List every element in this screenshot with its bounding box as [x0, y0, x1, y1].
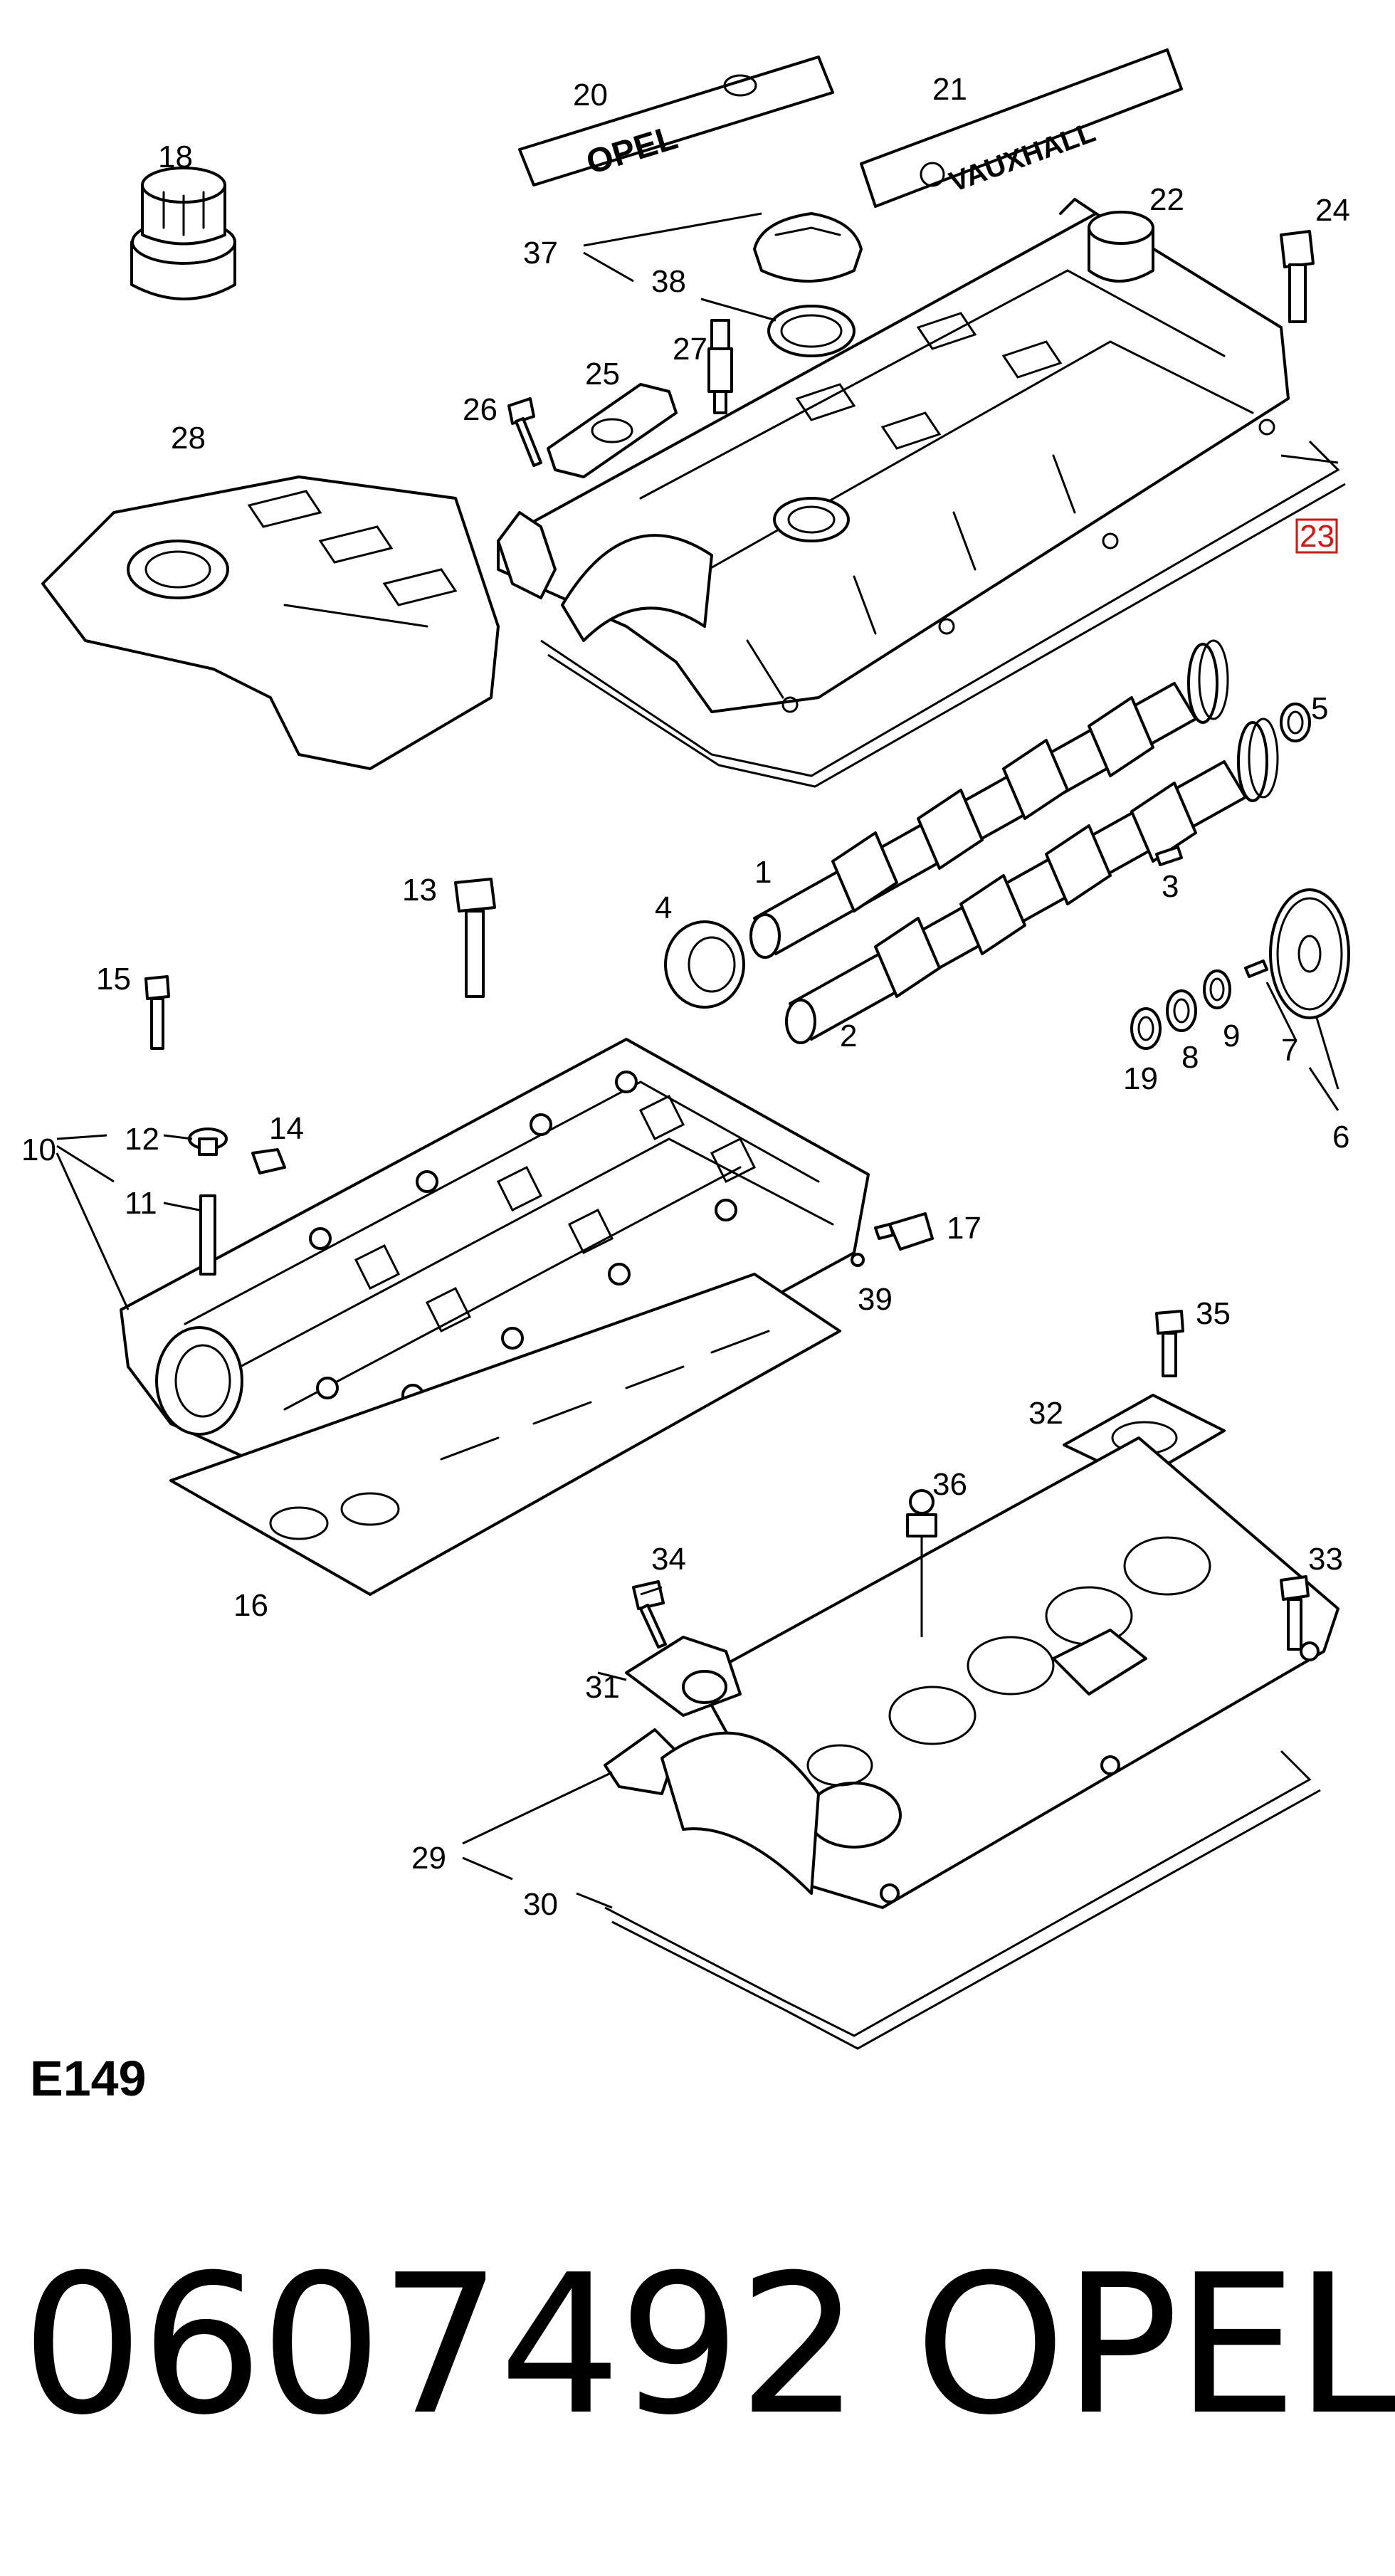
oil-seal-4	[664, 920, 745, 1009]
callout-15: 15	[96, 962, 131, 997]
callout-12: 12	[125, 1122, 159, 1157]
callout-25: 25	[585, 357, 620, 391]
brand-name: OPEL	[915, 2233, 1395, 2457]
callout-29: 29	[411, 1841, 446, 1876]
callout-17: 17	[947, 1211, 981, 1246]
illustration-code: E149	[30, 2051, 147, 2106]
dowel-pin-3	[1155, 846, 1183, 866]
callout-3: 3	[1162, 869, 1179, 904]
washer-9	[1203, 969, 1231, 1009]
pin-7	[1244, 960, 1268, 978]
callout-20: 20	[573, 78, 608, 112]
callout-5: 5	[1311, 691, 1328, 726]
leader-lines	[56, 212, 1339, 1909]
callout-6: 6	[1332, 1120, 1349, 1155]
callout-39: 39	[858, 1282, 893, 1317]
callout-33: 33	[1308, 1542, 1343, 1577]
part-number: 0607492	[21, 2233, 860, 2457]
callout-4: 4	[655, 890, 672, 925]
callout-21: 21	[932, 72, 967, 107]
callout-28: 28	[171, 421, 206, 456]
ring-5	[1280, 703, 1311, 742]
bolt-24	[1280, 230, 1315, 323]
callout-2: 2	[840, 1019, 857, 1053]
breather-gasket	[547, 383, 678, 478]
oil-cap-seal	[767, 305, 856, 357]
lower-cover-gasket	[604, 1750, 1321, 2050]
callout-1: 1	[754, 855, 772, 890]
callout-8: 8	[1181, 1040, 1199, 1075]
callout-32: 32	[1028, 1396, 1063, 1431]
callout-13: 13	[402, 873, 437, 908]
callout-30: 30	[523, 1887, 558, 1922]
sensor-27	[707, 319, 733, 414]
callout-22: 22	[1149, 182, 1184, 217]
cylinder-head	[120, 1038, 870, 1518]
callout-7: 7	[1281, 1033, 1298, 1068]
callout-18: 18	[158, 140, 193, 174]
camshaft-cover-upper	[497, 198, 1290, 713]
washer-12	[188, 1127, 228, 1156]
callout-24: 24	[1315, 193, 1350, 228]
bolt-15	[144, 975, 170, 1050]
camshaft-cover-gasket	[540, 440, 1346, 788]
callout-23-box	[1295, 518, 1338, 554]
oil-filler-cap	[753, 212, 863, 283]
camshaft-2	[785, 717, 1279, 1044]
bolt-17	[874, 1212, 934, 1251]
callout-36: 36	[932, 1467, 967, 1502]
cylinder-head-gasket	[169, 1273, 841, 1596]
pin-39	[851, 1253, 865, 1267]
callout-34: 34	[651, 1542, 686, 1577]
bolt-36	[906, 1489, 937, 1637]
callout-37: 37	[523, 236, 558, 270]
engine-cover	[41, 475, 500, 770]
callout-23: 23	[1300, 519, 1335, 554]
callout-31: 31	[585, 1670, 620, 1705]
vauxhall-emblem-plate: VAUXHALL	[860, 48, 1183, 208]
callout-9: 9	[1223, 1019, 1240, 1053]
callout-14: 14	[269, 1111, 304, 1146]
callout-35: 35	[1196, 1296, 1231, 1331]
callout-11: 11	[125, 1186, 157, 1221]
parts-diagram: OPEL VAUXHALL	[21, 48, 1350, 2050]
nut-14	[251, 1148, 286, 1174]
bolt-33	[1280, 1575, 1310, 1651]
callout-19: 19	[1123, 1061, 1158, 1096]
camshaft-gear-6	[1269, 888, 1350, 1019]
bolt-13	[454, 878, 496, 998]
stud-11	[199, 1194, 216, 1276]
callout-38: 38	[651, 264, 686, 299]
callout-10: 10	[21, 1132, 56, 1167]
bolt-26	[507, 397, 542, 467]
washer-19	[1130, 1007, 1162, 1050]
callout-labels: 1 2 3 4 5 6 7 8 9 10 11 12 13 14 15 16 1…	[21, 72, 1350, 1922]
callout-16: 16	[233, 1588, 268, 1623]
opel-emblem-plate: OPEL	[518, 56, 834, 186]
oil-filler-neck	[130, 167, 236, 300]
callout-26: 26	[463, 392, 498, 427]
sensor-31	[625, 1636, 742, 1717]
camshaft-1	[749, 639, 1229, 959]
washer-8	[1166, 989, 1197, 1032]
callout-27: 27	[673, 332, 707, 367]
bolt-35	[1155, 1310, 1184, 1377]
camshaft-cover-lower	[604, 1436, 1339, 1909]
